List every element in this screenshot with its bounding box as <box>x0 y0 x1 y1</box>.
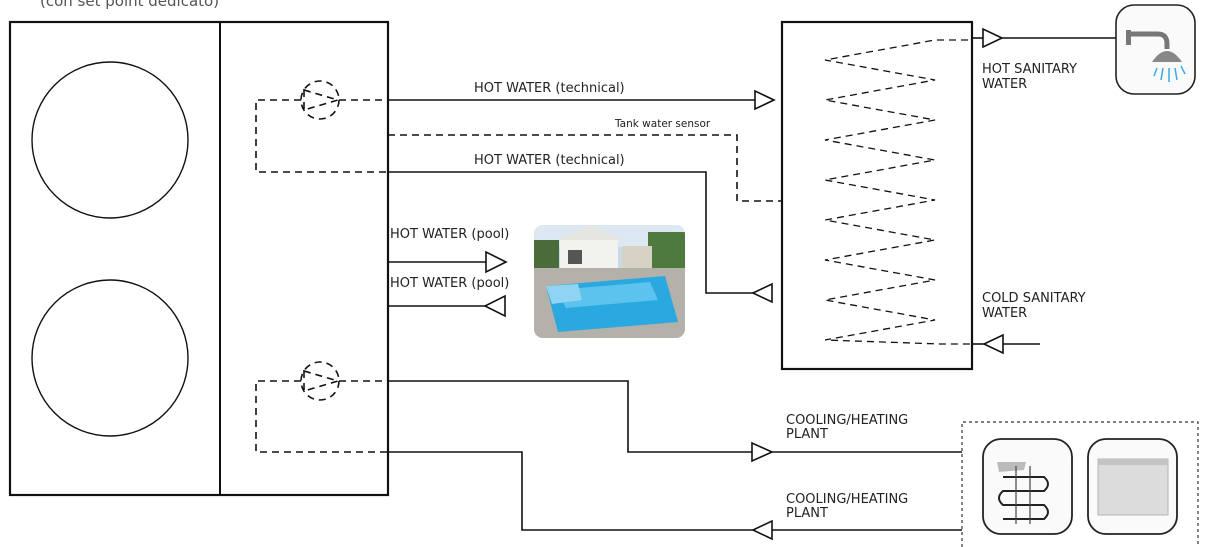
pool-photo <box>534 225 685 338</box>
label-cooling-heating-plant-top: COOLING/HEATING PLANT <box>786 413 912 442</box>
label-hot-sanitary-water: HOT SANITARY WATER <box>982 62 1081 92</box>
shower-icon <box>1115 4 1196 95</box>
pool-lines <box>388 250 508 318</box>
label-hot-sanitary-water-line1: HOT SANITARY <box>982 62 1077 77</box>
label-cooling-heating-plant-top-line2: PLANT <box>786 427 828 442</box>
label-tank-water-sensor: Tank water sensor <box>614 118 711 130</box>
lower-pump-circuit <box>255 361 388 453</box>
fan-top-icon <box>31 61 189 219</box>
label-hot-water-technical-bottom: HOT WATER (technical) <box>474 153 625 168</box>
sanitary-water-lines <box>972 27 1128 355</box>
diagram-caption: (con set point dedicato) <box>40 0 219 10</box>
label-cooling-heating-plant-top-line1: COOLING/HEATING <box>786 413 908 428</box>
label-cooling-heating-plant-bottom-line1: COOLING/HEATING <box>786 492 908 507</box>
label-cold-sanitary-water-line2: WATER <box>982 306 1027 321</box>
label-hot-sanitary-water-line2: WATER <box>982 77 1027 92</box>
fan-bottom-icon <box>31 279 189 437</box>
tank-heating-coil <box>824 39 972 345</box>
upper-pump-circuit <box>255 80 388 173</box>
label-hot-water-technical-top: HOT WATER (technical) <box>474 81 625 96</box>
emitters-box <box>961 421 1199 547</box>
technical-hot-water-lines <box>388 89 782 304</box>
label-cooling-heating-plant-bottom-line2: PLANT <box>786 506 828 521</box>
radiator-icon <box>1087 438 1178 535</box>
label-cold-sanitary-water-line1: COLD SANITARY <box>982 291 1086 306</box>
plant-lines <box>388 380 962 541</box>
label-cooling-heating-plant-bottom: COOLING/HEATING PLANT <box>786 492 912 521</box>
label-hot-water-pool-bottom: HOT WATER (pool) <box>390 276 509 291</box>
label-cold-sanitary-water: COLD SANITARY WATER <box>982 291 1090 321</box>
heat-pump-unit <box>8 20 390 497</box>
storage-tank <box>780 20 974 371</box>
floor-heating-icon <box>982 438 1073 535</box>
label-hot-water-pool-top: HOT WATER (pool) <box>390 227 509 242</box>
